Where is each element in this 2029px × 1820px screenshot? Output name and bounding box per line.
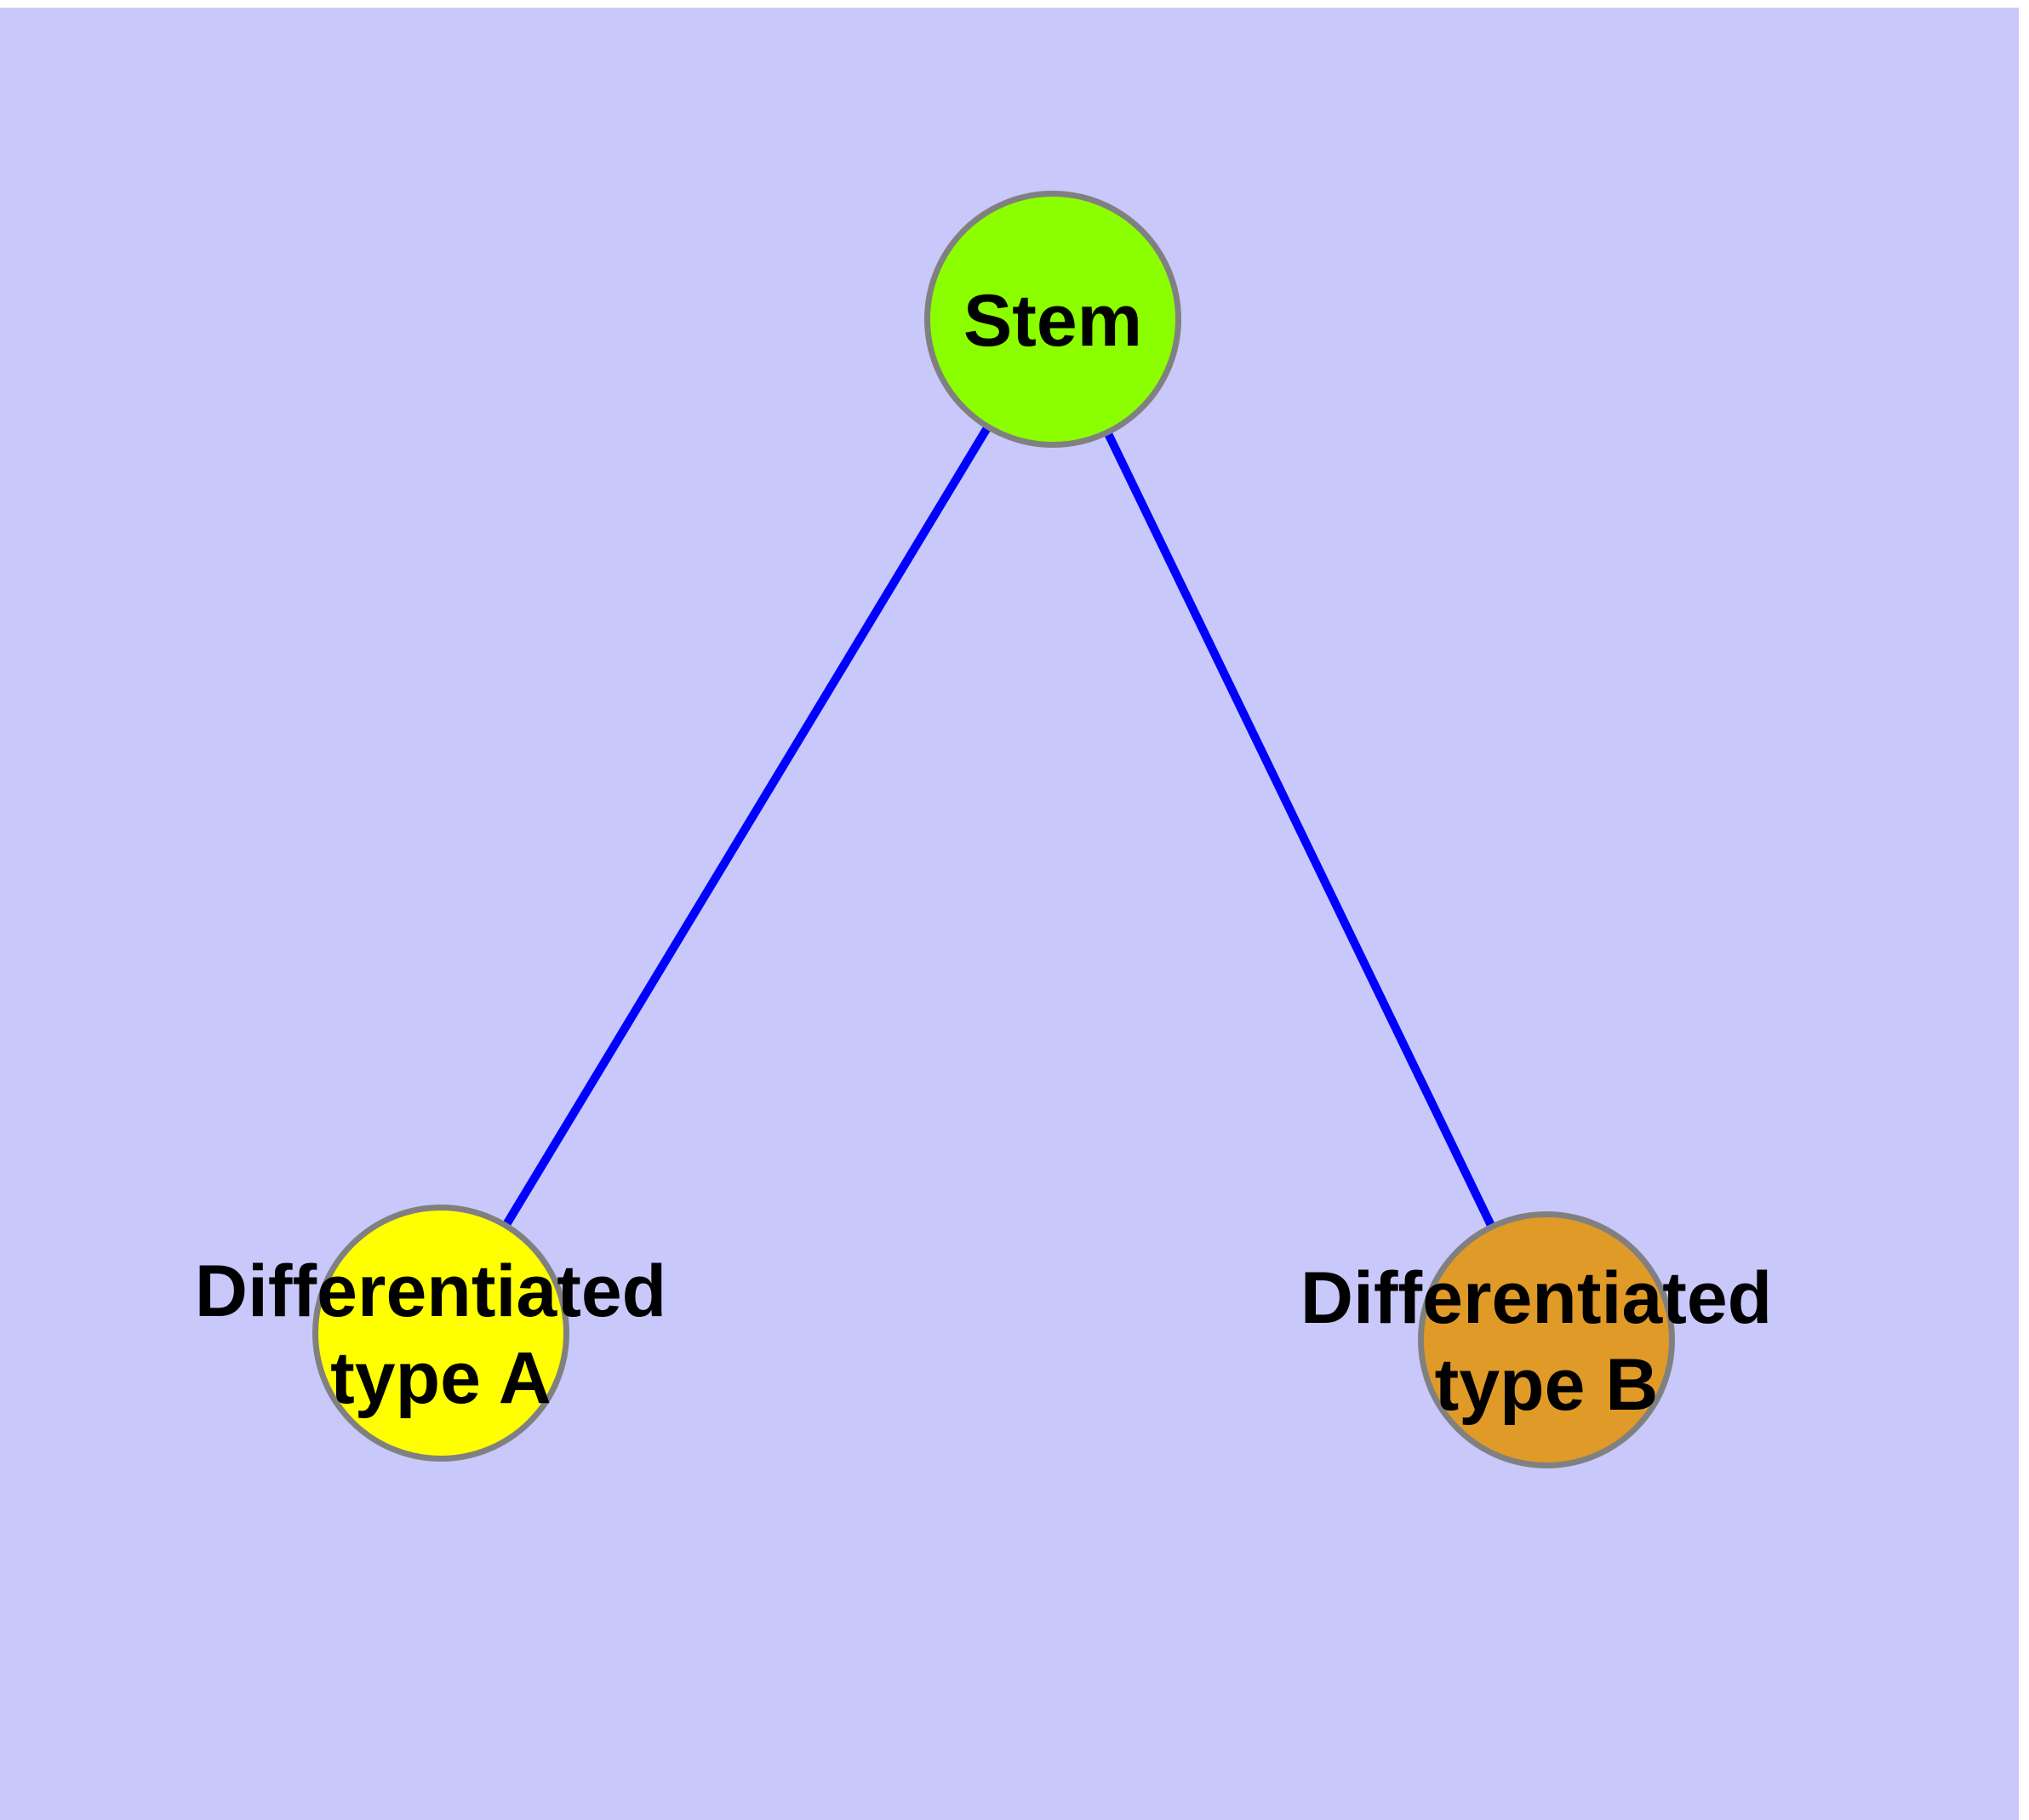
- edge-stem-to-differentiated-type-b[interactable]: [1049, 317, 1551, 1342]
- node-differentiated-type-a-label-line-1: Differentiated: [195, 1251, 666, 1332]
- node-stem-circle[interactable]: [924, 191, 1181, 448]
- node-differentiated-type-b[interactable]: [1418, 1211, 1675, 1468]
- node-stem-label: Stem: [963, 280, 1142, 362]
- node-differentiated-type-b-label-line-2: type B: [1435, 1344, 1659, 1426]
- node-differentiated-type-a-circle[interactable]: [312, 1205, 569, 1462]
- node-layer: [312, 191, 1675, 1468]
- node-differentiated-type-a-label: Differentiated type A: [195, 1251, 687, 1419]
- node-differentiated-type-a[interactable]: [312, 1205, 569, 1462]
- node-stem-label-line-1: Stem: [963, 280, 1142, 362]
- node-differentiated-type-b-label-line-1: Differentiated: [1300, 1257, 1772, 1339]
- node-differentiated-type-b-label: Differentiated type B: [1300, 1257, 1792, 1426]
- node-differentiated-type-a-label-line-2: type A: [330, 1337, 552, 1419]
- node-stem[interactable]: [924, 191, 1181, 448]
- edge-stem-to-differentiated-type-a[interactable]: [437, 317, 1057, 1336]
- node-differentiated-type-b-circle[interactable]: [1418, 1211, 1675, 1468]
- label-layer: Stem Differentiated type A Differentiate…: [195, 280, 1792, 1426]
- edge-layer: [437, 317, 1551, 1342]
